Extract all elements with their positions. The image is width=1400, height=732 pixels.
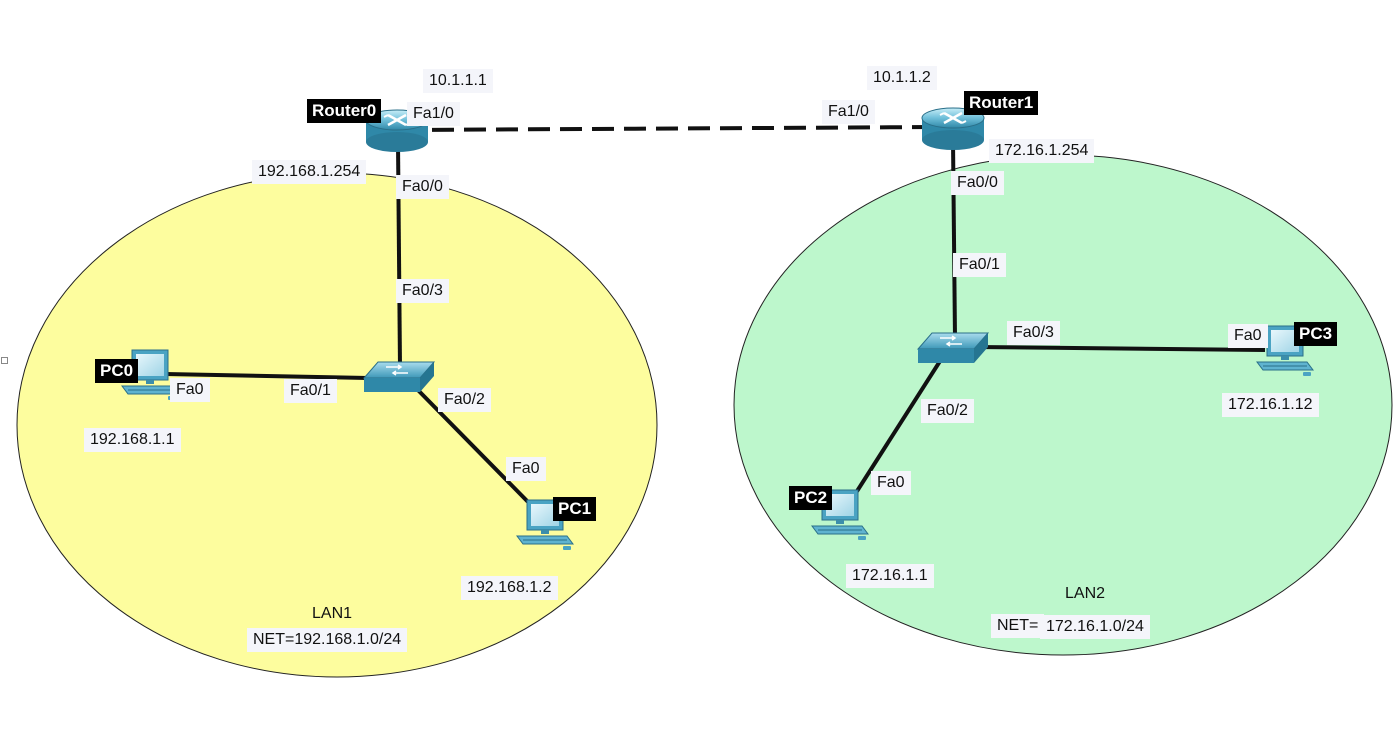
port-switch1-fa01: Fa0/1 <box>953 253 1006 277</box>
port-switch0-fa01: Fa0/1 <box>284 379 337 403</box>
lan2-net-value: 172.16.1.0/24 <box>1040 615 1150 639</box>
port-switch0-fa02: Fa0/2 <box>438 388 491 412</box>
link-router1-switch1[interactable] <box>951 139 957 339</box>
ip-pc3: 172.16.1.12 <box>1222 393 1319 417</box>
port-router0-fa00: Fa0/0 <box>396 175 449 199</box>
pc0-name: PC0 <box>95 359 139 383</box>
port-router1-fa10: Fa1/0 <box>822 100 875 124</box>
ip-router1-fa00: 172.16.1.254 <box>989 139 1095 163</box>
ip-router0-fa00: 192.168.1.254 <box>252 160 367 184</box>
port-switch0-fa03: Fa0/3 <box>396 279 449 303</box>
ip-pc2: 172.16.1.1 <box>846 564 934 588</box>
port-router0-fa10: Fa1/0 <box>407 102 460 126</box>
switch0-icon[interactable] <box>362 361 436 392</box>
pc2-name: PC2 <box>789 486 833 510</box>
link-router0-router1[interactable] <box>399 125 946 132</box>
link-switch1-pc3[interactable] <box>974 345 1266 352</box>
ip-pc1: 192.168.1.2 <box>461 576 558 600</box>
port-router1-fa00: Fa0/0 <box>951 171 1004 195</box>
lan2-net-prefix: NET= <box>991 614 1045 638</box>
port-pc0-fa0: Fa0 <box>170 378 210 402</box>
pc1-name: PC1 <box>553 497 597 521</box>
pc3-name: PC3 <box>1294 322 1338 346</box>
router0-name: Router0 <box>307 99 382 123</box>
canvas-resize-handle[interactable] <box>1 357 8 364</box>
port-switch1-fa03: Fa0/3 <box>1007 321 1060 345</box>
lan2-name: LAN2 <box>1065 585 1106 602</box>
lan1-net: NET=192.168.1.0/24 <box>247 628 408 652</box>
link-switch0-pc1[interactable] <box>410 382 536 510</box>
ip-router1-fa10: 10.1.1.2 <box>867 66 937 90</box>
switch1-icon[interactable] <box>916 332 990 363</box>
lan1-name: LAN1 <box>312 605 353 622</box>
port-switch1-fa02: Fa0/2 <box>921 399 974 423</box>
ip-router0-fa10: 10.1.1.1 <box>423 69 493 93</box>
link-switch0-pc0[interactable] <box>164 372 369 380</box>
port-pc1-fa0: Fa0 <box>506 457 546 481</box>
router1-name: Router1 <box>964 91 1039 115</box>
port-pc3-fa0: Fa0 <box>1228 324 1268 348</box>
link-switch1-pc2[interactable] <box>843 356 944 512</box>
ip-pc0: 192.168.1.1 <box>84 428 181 452</box>
port-pc2-fa0: Fa0 <box>871 471 911 495</box>
